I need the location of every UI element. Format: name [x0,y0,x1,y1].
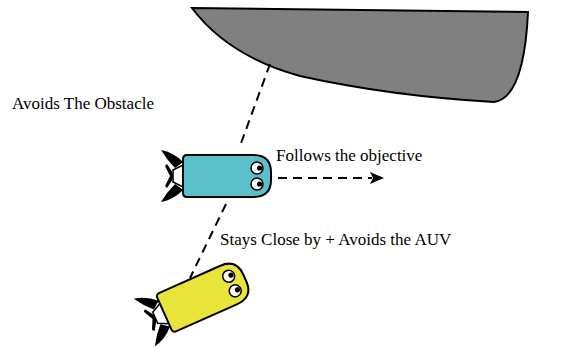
follow-line [278,177,372,179]
yellow-auv [134,254,256,346]
annotation-label: Follows the objective [276,146,422,166]
annotation-label: Avoids The Obstacle [12,94,154,114]
avoid-line [240,64,270,146]
obstacle [192,8,528,102]
annotation-label: Stays Close by + Avoids the AUV [220,230,451,250]
arrow-head [370,172,384,184]
cyan-auv [161,150,271,202]
